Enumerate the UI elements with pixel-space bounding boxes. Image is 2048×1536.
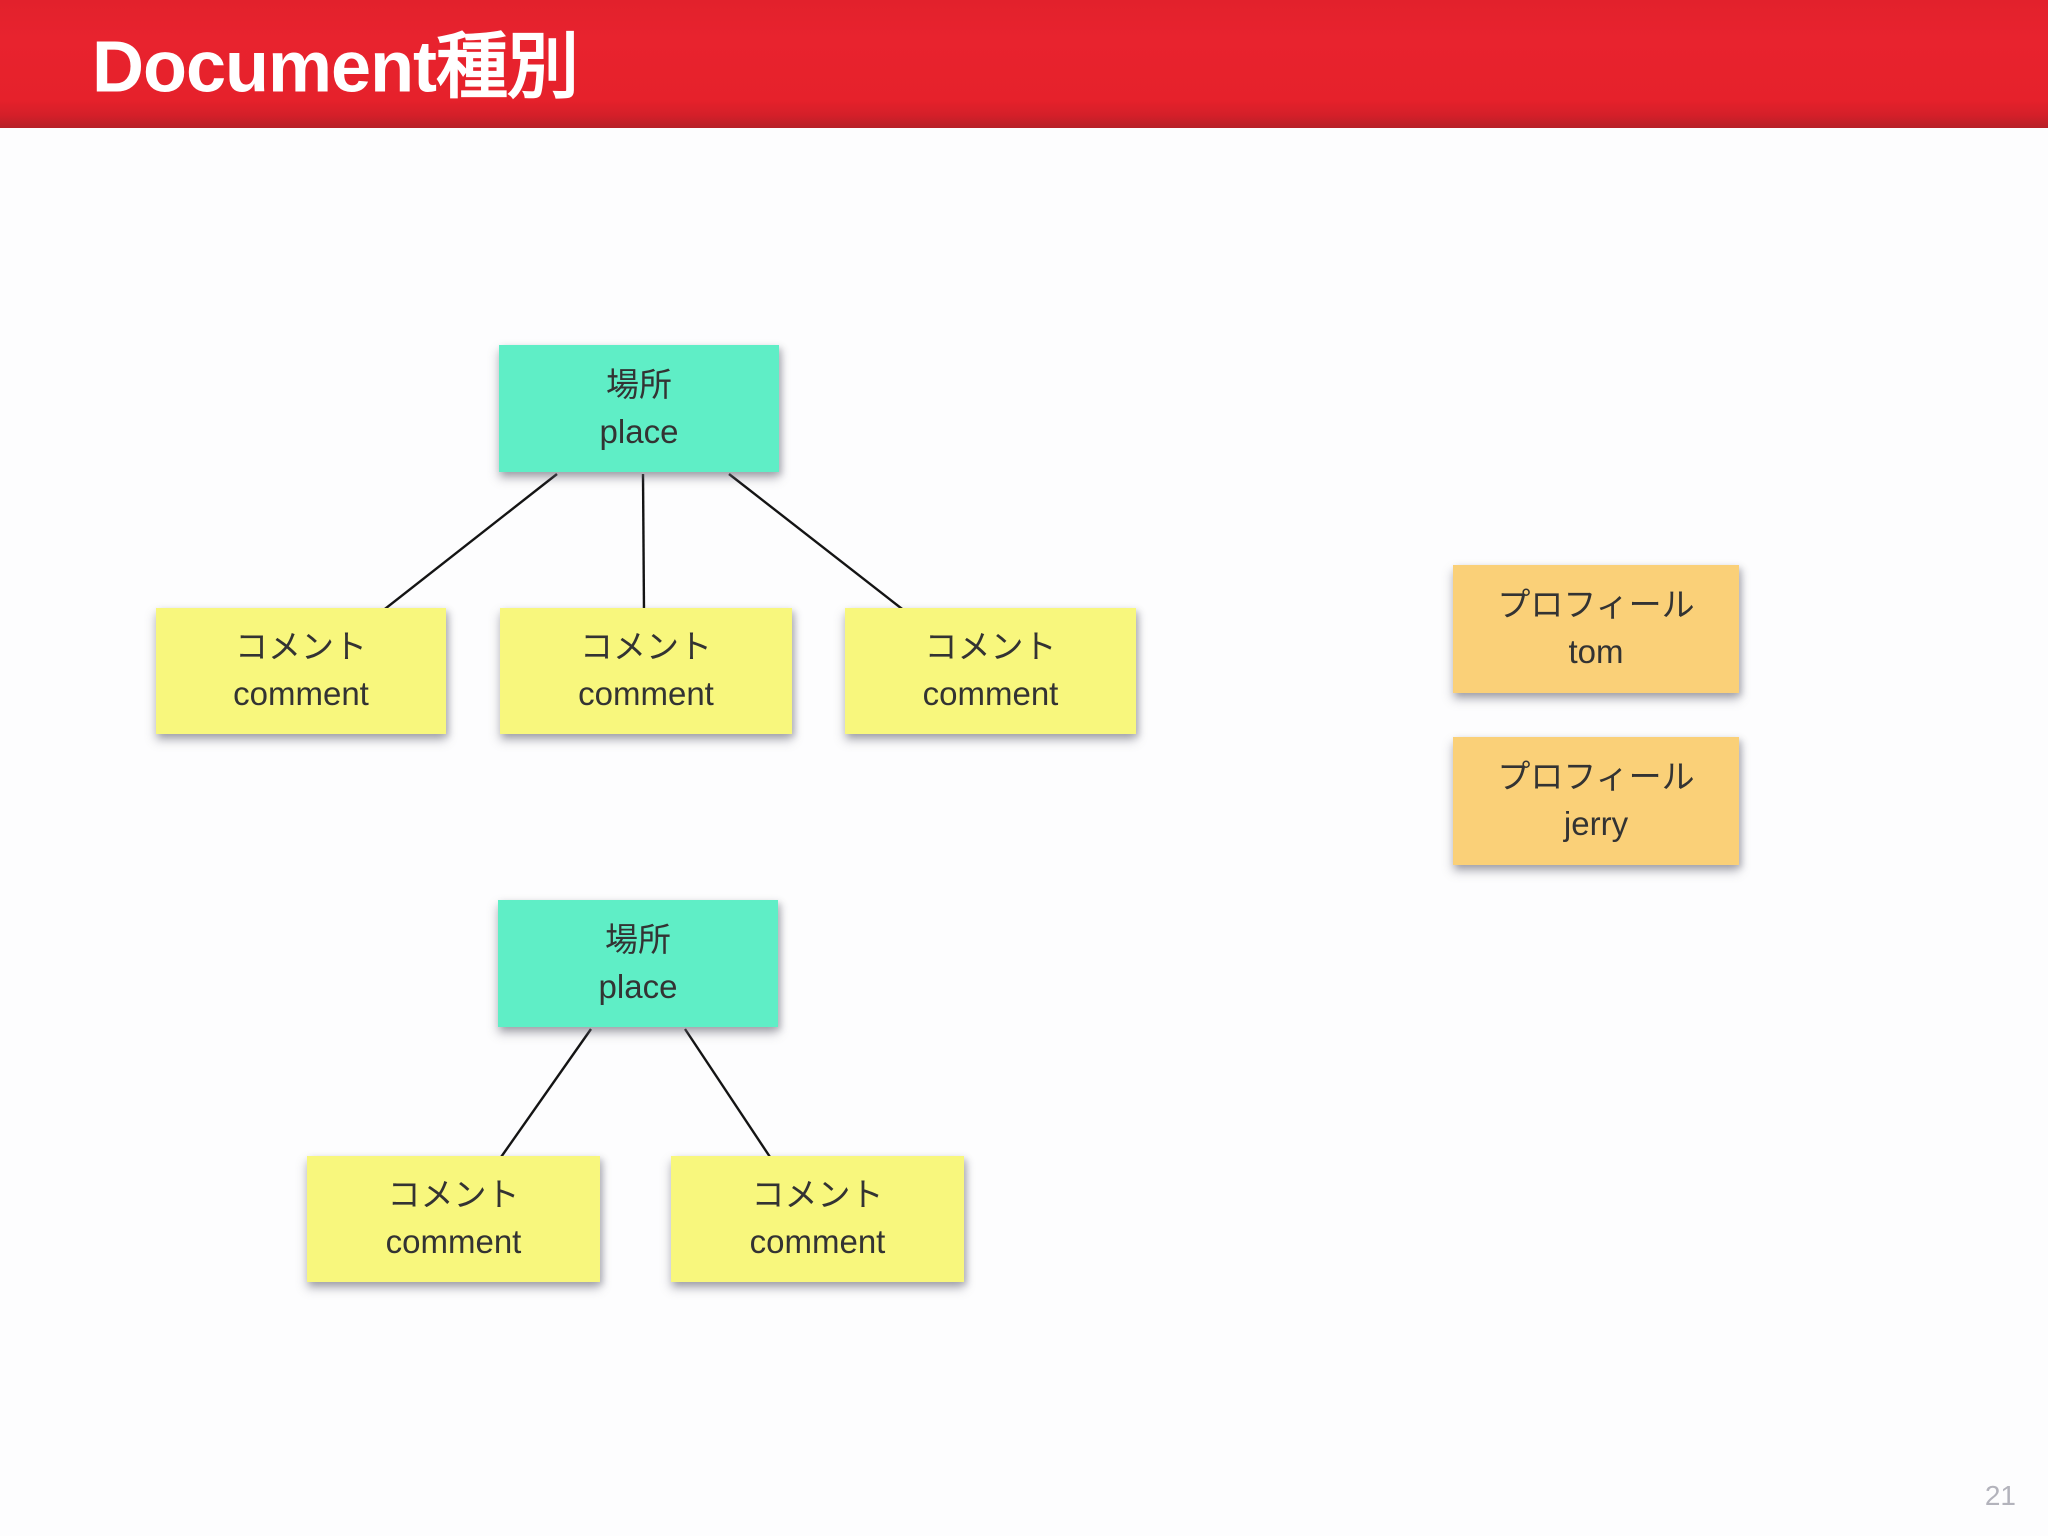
node-comment: コメント comment: [845, 608, 1136, 734]
node-label-ja: プロフィール: [1497, 758, 1695, 796]
connector-line: [380, 473, 558, 613]
node-label-en: comment: [749, 1223, 886, 1260]
node-place: 場所 place: [498, 900, 778, 1027]
node-label-en: tom: [1568, 633, 1624, 670]
node-label-en: comment: [922, 675, 1059, 712]
node-label-en: place: [599, 412, 679, 450]
node-label-ja: コメント: [235, 628, 367, 666]
node-comment: コメント comment: [500, 608, 792, 734]
connector-line: [498, 1028, 592, 1161]
node-label-ja: 場所: [605, 920, 671, 958]
node-label-ja: プロフィール: [1497, 586, 1695, 624]
node-label-en: place: [598, 967, 678, 1005]
node-label-ja: コメント: [580, 628, 712, 666]
header-bar: Document種別: [0, 0, 2048, 128]
node-label-ja: コメント: [924, 628, 1057, 666]
node-comment: コメント comment: [671, 1156, 964, 1282]
node-label-en: comment: [233, 675, 369, 712]
node-profile-jerry: プロフィール jerry: [1453, 737, 1739, 865]
node-label-ja: 場所: [606, 365, 672, 403]
slide-title: Document種別: [92, 27, 579, 108]
connector-line: [684, 1028, 773, 1161]
node-label-en: jerry: [1563, 805, 1629, 842]
node-label-ja: コメント: [387, 1176, 520, 1214]
connector-line: [728, 473, 907, 613]
node-comment: コメント comment: [307, 1156, 600, 1282]
connector-line: [641, 473, 646, 613]
node-place: 場所 place: [499, 345, 779, 472]
node-comment: コメント comment: [156, 608, 446, 734]
node-label-ja: コメント: [751, 1176, 884, 1214]
node-profile-tom: プロフィール tom: [1453, 565, 1739, 693]
node-label-en: comment: [385, 1223, 522, 1260]
node-label-en: comment: [578, 675, 714, 712]
page-number: 21: [1984, 1480, 2016, 1511]
